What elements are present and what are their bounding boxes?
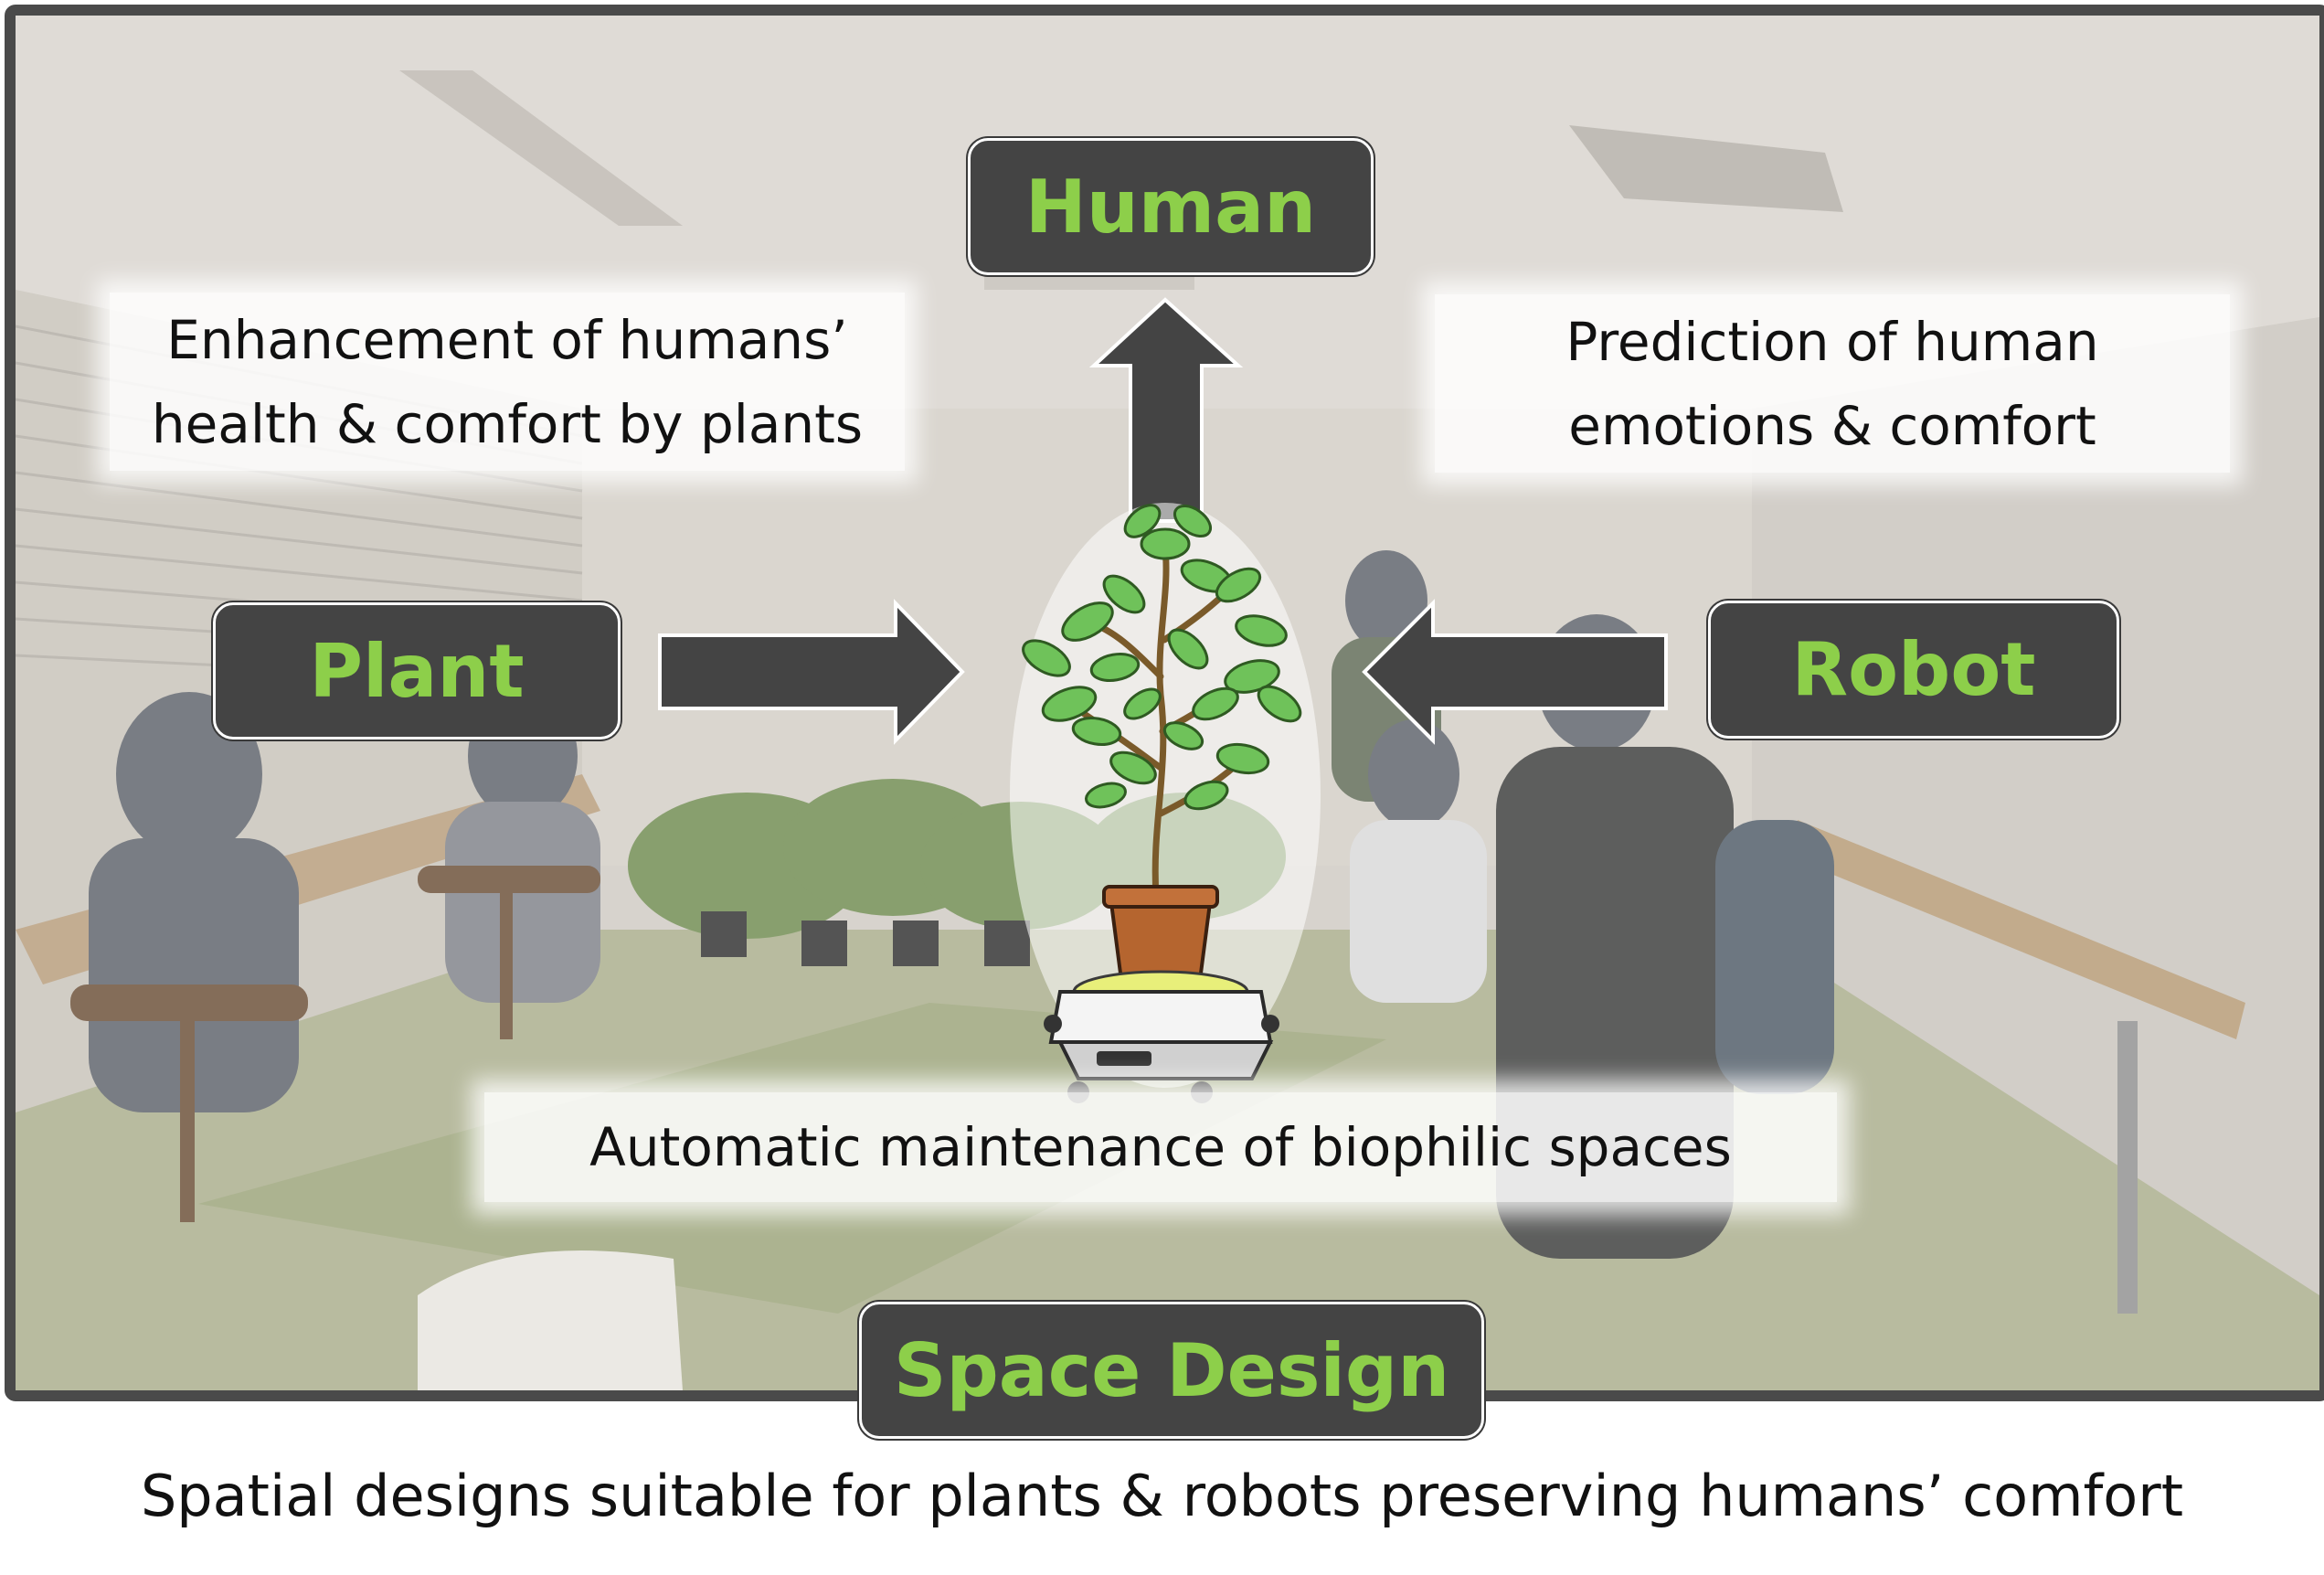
plant-node: Plant [213, 602, 621, 740]
space-design-node: Space Design [859, 1302, 1484, 1439]
plant-label: Plant [309, 628, 525, 714]
robot-label: Robot [1791, 627, 2036, 712]
plant-to-human-note: Enhancement of humans’ health & comfort … [110, 293, 905, 471]
figure-caption: Spatial designs suitable for plants & ro… [140, 1463, 2184, 1529]
robot-node: Robot [1708, 601, 2119, 739]
robot-to-human-note: Prediction of human emotions & comfort [1435, 294, 2230, 473]
maintenance-note: Automatic maintenance of biophilic space… [484, 1092, 1837, 1202]
human-node: Human [968, 138, 1374, 275]
potted-plant-on-robot-icon [1010, 503, 1321, 1103]
human-label: Human [1024, 164, 1317, 250]
space-design-label: Space Design [893, 1327, 1450, 1413]
